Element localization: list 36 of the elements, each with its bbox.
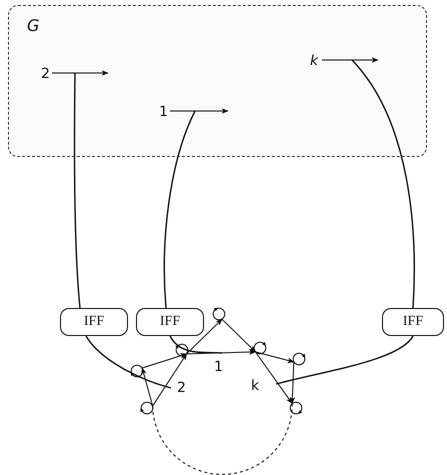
arrow <box>141 367 154 406</box>
input-label: k <box>310 54 318 68</box>
arrow <box>52 70 109 76</box>
arrow <box>186 318 222 354</box>
edge-label: 1 <box>213 360 224 374</box>
vertex-loop <box>253 341 267 355</box>
arrow <box>152 353 188 406</box>
vertex-loop <box>140 401 154 415</box>
curve-line <box>276 336 414 385</box>
vertex-loop <box>130 364 144 378</box>
arrow <box>222 318 256 352</box>
curve-line <box>164 110 196 308</box>
group-frame <box>8 5 427 157</box>
curve-line <box>85 336 172 389</box>
input-label: 2 <box>41 67 50 81</box>
vertex-loop <box>289 401 303 415</box>
arrow <box>142 353 188 368</box>
arrow <box>170 108 229 114</box>
input-label: 1 <box>159 105 168 119</box>
arrow <box>322 57 379 63</box>
vertex-loop <box>212 307 226 321</box>
curve-line <box>351 60 415 308</box>
vertex-loop <box>292 352 306 366</box>
curve-line <box>74 73 81 308</box>
edge-label: 2 <box>176 381 187 395</box>
arrow <box>186 349 256 355</box>
gadget-box: IFF <box>136 308 204 336</box>
arrow <box>290 362 296 404</box>
arrow <box>254 351 294 364</box>
dashed-arc <box>152 402 293 475</box>
group-title: G <box>27 18 40 34</box>
arrow <box>254 351 293 404</box>
gadget-box: IFF <box>382 308 444 336</box>
gadget-box: IFF <box>60 308 128 336</box>
vertex-loop <box>175 343 189 357</box>
edge-label: k <box>250 379 260 393</box>
